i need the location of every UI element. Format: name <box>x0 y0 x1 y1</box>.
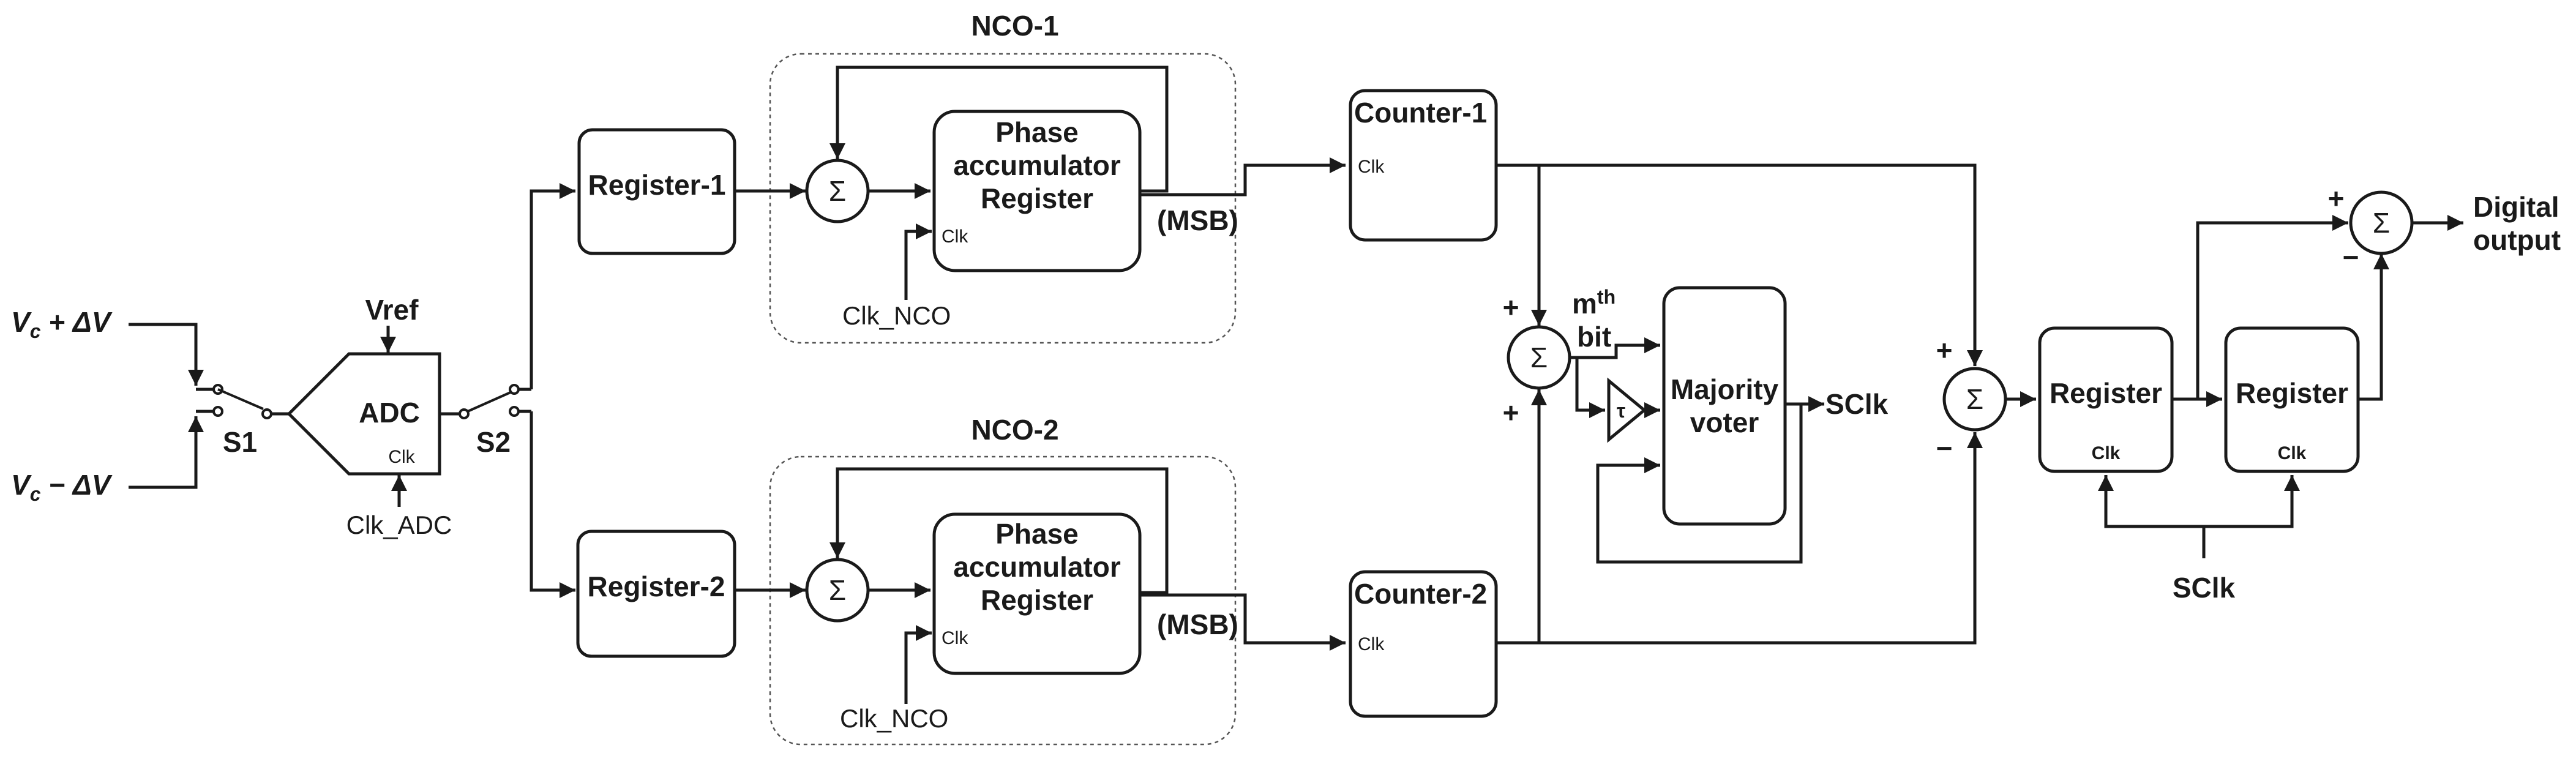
digital-output-line1: Digital <box>2473 191 2559 223</box>
nco2-clk-wire <box>904 625 932 704</box>
svg-text:Σ: Σ <box>1966 383 1983 415</box>
svg-text:Clk: Clk <box>942 227 968 247</box>
register-1: Register-1 <box>577 128 736 255</box>
final-summer: Σ <box>2349 190 2414 255</box>
majority-voter: Majority voter <box>1662 286 1787 526</box>
svg-text:Clk: Clk <box>2278 443 2307 463</box>
svg-text:Register-2: Register-2 <box>588 571 725 602</box>
svg-text:Clk: Clk <box>1358 634 1385 654</box>
svg-text:Clk: Clk <box>1358 157 1385 177</box>
nco2-boundary <box>769 455 1237 746</box>
svg-text:Vc + ΔV: Vc + ΔV <box>11 306 113 342</box>
sclk-to-regb <box>2204 475 2300 528</box>
input-vplus: Vc + ΔV <box>11 306 113 342</box>
adc-vref: Vref <box>365 294 419 326</box>
wire-vminus <box>129 416 204 489</box>
svg-text:mth: mth <box>1572 286 1616 320</box>
voter-summer: Σ <box>1507 325 1571 390</box>
wire-s2-r2 <box>530 411 575 598</box>
voter-plus-top: + <box>1503 291 1519 323</box>
wire-rega-final <box>2196 215 2348 399</box>
svg-text:Clk: Clk <box>388 447 415 467</box>
nco2-msb: (MSB) <box>1157 609 1238 640</box>
voter-sclk-label: SClk <box>1825 388 1889 420</box>
nco2-summer: Σ <box>805 558 870 623</box>
nco1-phase-accumulator: Phase accumulator Register Clk <box>932 110 1142 272</box>
svg-text:Σ: Σ <box>829 574 846 606</box>
final-plus: + <box>2328 182 2345 214</box>
svg-text:Σ: Σ <box>2373 207 2390 239</box>
wire-regb-final <box>2358 253 2389 401</box>
nco2-clk-source: Clk_NCO <box>840 704 948 733</box>
svg-text:Counter-1: Counter-1 <box>1354 97 1487 129</box>
svg-text:Clk: Clk <box>942 628 968 648</box>
switch-s1: S1 <box>196 384 289 458</box>
wire-msb1-counter1 <box>1140 157 1346 197</box>
register-a: Register Clk <box>2038 326 2174 473</box>
wire-msb2-counter2 <box>1140 593 1346 651</box>
nco1-title: NCO-1 <box>971 10 1058 42</box>
nco1-summer: Σ <box>805 159 870 223</box>
svg-text:voter: voter <box>1690 406 1759 438</box>
svg-text:S2: S2 <box>476 426 511 458</box>
nco2-phase-accumulator: Phase accumulator Register Clk <box>932 512 1142 675</box>
adc-block: ADC Clk <box>286 352 441 476</box>
svg-text:Register: Register <box>2050 377 2162 409</box>
svg-text:τ: τ <box>1617 400 1625 422</box>
wire-vplus <box>129 323 204 386</box>
nco1-boundary <box>769 53 1237 344</box>
input-vminus: Vc − ΔV <box>11 469 113 505</box>
nco1-msb: (MSB) <box>1157 204 1238 236</box>
nco1-feedback <box>829 66 1169 193</box>
voter-feedback <box>1596 404 1803 564</box>
diff-plus: + <box>1936 334 1953 366</box>
sclk-input-label: SClk <box>2173 572 2236 604</box>
register-2: Register-2 <box>576 530 736 658</box>
register-b: Register Clk <box>2224 326 2360 473</box>
voter-plus-bottom: + <box>1503 397 1519 429</box>
svg-text:accumulator: accumulator <box>953 149 1121 181</box>
svg-text:Register-1: Register-1 <box>588 169 726 201</box>
tau-delay: τ <box>1607 377 1647 443</box>
svg-text:ADC: ADC <box>359 397 420 429</box>
digital-output-line2: output <box>2473 224 2561 256</box>
svg-text:S1: S1 <box>223 426 257 458</box>
svg-text:bit: bit <box>1577 321 1611 353</box>
svg-text:Σ: Σ <box>829 175 846 207</box>
svg-text:Phase: Phase <box>995 116 1079 148</box>
svg-text:Register: Register <box>981 182 1093 214</box>
wire-counter2-diff <box>1496 432 1983 645</box>
wire-vsum-tau <box>1575 358 1605 418</box>
final-minus: − <box>2343 241 2359 273</box>
sclk-to-rega <box>2098 475 2204 528</box>
clk-adc-label: Clk_ADC <box>346 511 452 539</box>
svg-text:Clk: Clk <box>2092 443 2121 463</box>
svg-text:Vc − ΔV: Vc − ΔV <box>11 469 113 505</box>
mth-bit-label: mth bit <box>1572 286 1616 353</box>
wire-counter1-diff <box>1496 163 1983 366</box>
switch-s2: S2 <box>440 384 531 458</box>
svg-text:accumulator: accumulator <box>953 551 1121 583</box>
nco2-feedback <box>829 467 1169 594</box>
diff-summer: Σ <box>1942 367 2007 432</box>
diff-minus: − <box>1936 432 1953 464</box>
counter-2: Counter-2 Clk <box>1349 570 1498 718</box>
svg-text:Majority: Majority <box>1671 373 1779 405</box>
nco2-title: NCO-2 <box>971 414 1058 446</box>
svg-text:Σ: Σ <box>1530 342 1548 373</box>
counter-1: Counter-1 Clk <box>1349 89 1498 242</box>
svg-text:Register: Register <box>2236 377 2348 409</box>
svg-text:Counter-2: Counter-2 <box>1354 578 1487 610</box>
svg-text:Phase: Phase <box>995 518 1079 550</box>
nco1-clk-source: Clk_NCO <box>842 301 951 330</box>
wire-vsum-voter <box>1570 337 1660 359</box>
wire-s2-r1 <box>530 183 575 389</box>
nco1-clk-wire <box>904 223 932 300</box>
svg-text:Register: Register <box>981 584 1093 616</box>
